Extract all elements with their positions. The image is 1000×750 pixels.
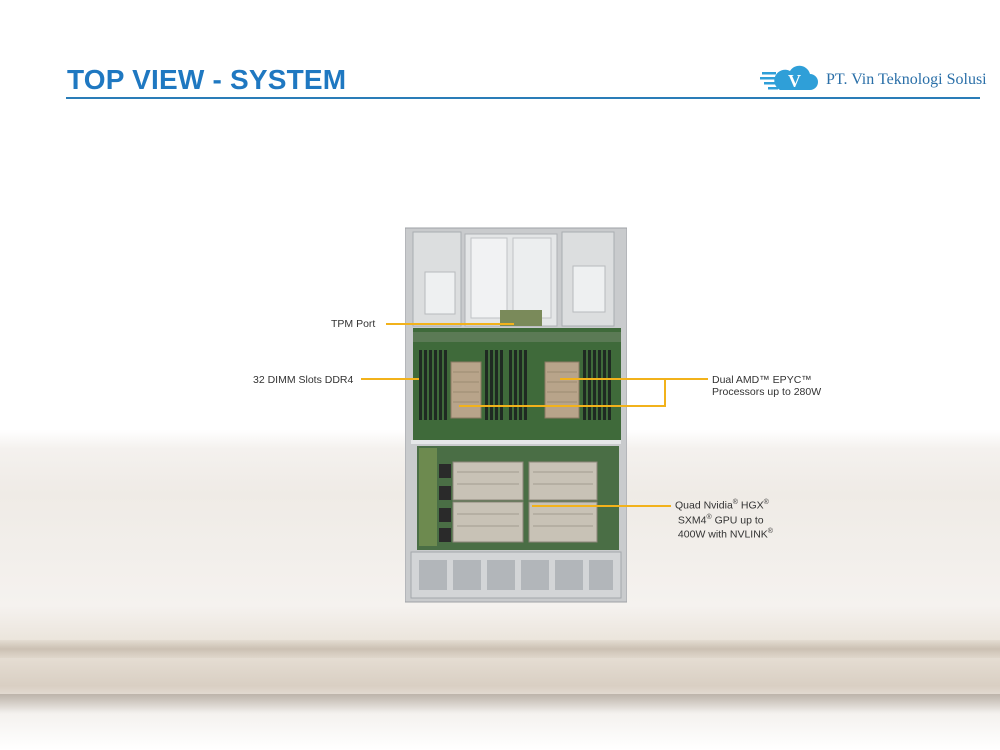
gpu-callout-line xyxy=(532,505,671,507)
company-name: PT. Vin Teknologi Solusi xyxy=(826,71,987,88)
gpu-label-line3: 400W with NVLINK® xyxy=(677,528,773,541)
page-title: TOP VIEW - SYSTEM xyxy=(67,64,347,95)
table-shadow xyxy=(0,694,1000,714)
cpu-label-line2: Processors up to 280W xyxy=(712,386,822,398)
server-top-view-image xyxy=(405,222,627,604)
table-edge xyxy=(0,640,1000,658)
gpu-label-line1: Quad Nvidia® HGX® xyxy=(675,499,769,512)
dimm-callout-line xyxy=(361,378,419,380)
cloud-v-logo-icon: V xyxy=(760,63,820,95)
gpu-label-line2: SXM4® GPU up to xyxy=(677,513,764,527)
company-logo: V PT. Vin Teknologi Solusi xyxy=(760,63,990,95)
cpu-callout-line xyxy=(560,378,708,380)
cpu-label: Dual AMD™ EPYC™ Processors up to 280W xyxy=(712,374,821,398)
dimm-slots-label: 32 DIMM Slots DDR4 xyxy=(253,374,354,386)
cpu-callout-branch xyxy=(459,405,666,407)
cpu-callout-connector xyxy=(664,378,666,407)
logo-letter: V xyxy=(788,71,801,91)
tpm-port-label: TPM Port xyxy=(331,318,376,330)
title-divider xyxy=(66,97,980,99)
gpu-label: Quad Nvidia® HGX® SXM4® GPU up to 400W w… xyxy=(675,497,773,541)
cpu-label-line1: Dual AMD™ EPYC™ xyxy=(712,374,812,386)
tpm-callout-line xyxy=(386,323,514,325)
